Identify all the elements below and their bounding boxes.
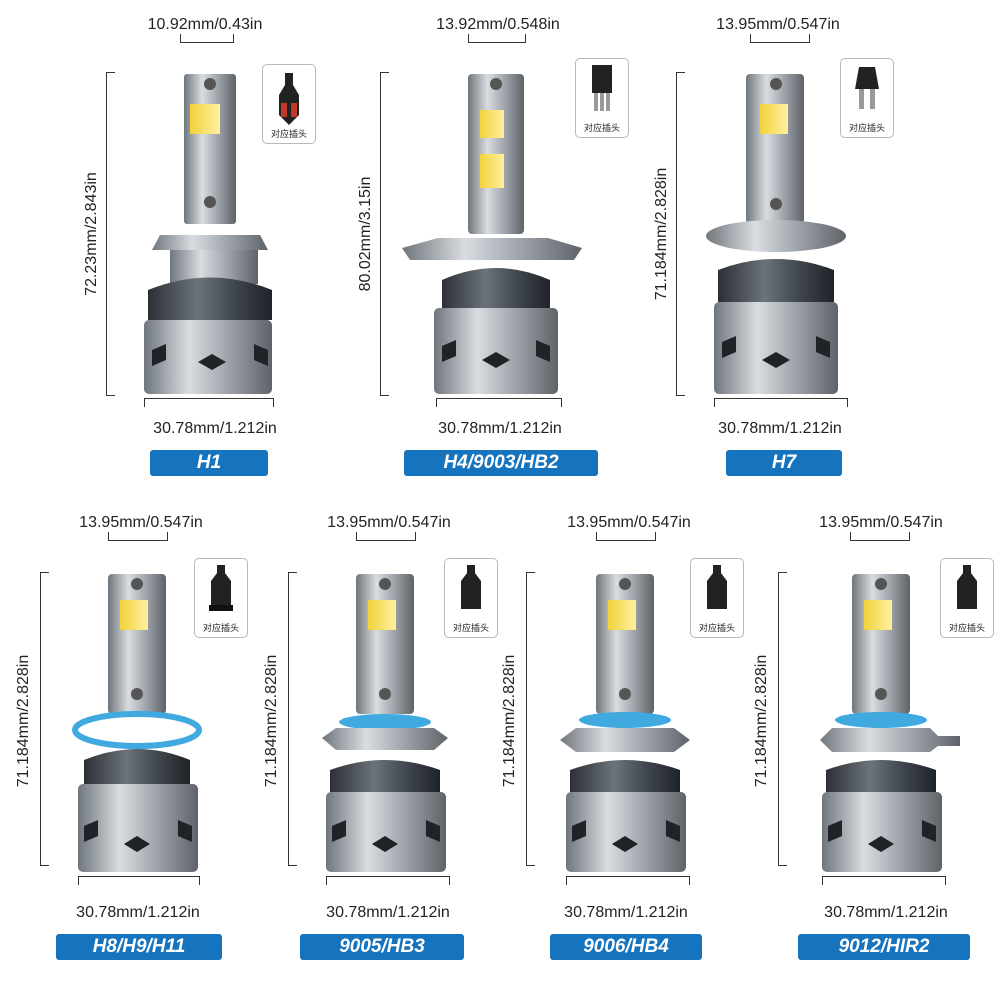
- plug-connector-icon: [209, 565, 233, 611]
- side-dimension: 71.184mm/2.828in: [501, 654, 518, 788]
- top-dimension: 13.95mm/0.547in: [327, 514, 451, 531]
- model-badge-h11: H8/H9/H11: [56, 934, 222, 960]
- plug-label: 对应插头: [583, 124, 620, 134]
- plug-connector-icon: [957, 565, 977, 609]
- side-dimension-bracket: [778, 572, 787, 866]
- side-dimension: 71.184mm/2.828in: [263, 654, 280, 788]
- plug-connector-thumbnail: 对应插头: [194, 558, 248, 638]
- bottom-dimension: 30.78mm/1.212in: [326, 904, 450, 921]
- side-dimension: 71.184mm/2.828in: [15, 654, 32, 788]
- top-dimension: 13.95mm/0.547in: [819, 514, 943, 531]
- 9006-bulb-image: [560, 574, 690, 872]
- side-dimension-bracket: [676, 72, 685, 396]
- top-dimension: 13.92mm/0.548in: [436, 16, 560, 33]
- top-dimension: 10.92mm/0.43in: [147, 16, 263, 33]
- top-dimension-bracket: [750, 34, 810, 43]
- h11-bulb-image: [72, 574, 202, 872]
- model-badge-h4: H4/9003/HB2: [404, 450, 598, 476]
- model-badge-h1: H1: [150, 450, 268, 476]
- plug-connector-thumbnail: 对应插头: [690, 558, 744, 638]
- plug-label: 对应插头: [452, 624, 489, 634]
- plug-connector-thumbnail: 对应插头: [444, 558, 498, 638]
- bottom-dimension-bracket: [566, 876, 690, 885]
- model-badge-9006: 9006/HB4: [550, 934, 702, 960]
- plug-label: 对应插头: [202, 624, 239, 634]
- bottom-dimension: 30.78mm/1.212in: [438, 420, 562, 437]
- bottom-dimension-bracket: [78, 876, 200, 885]
- bottom-dimension-bracket: [326, 876, 450, 885]
- bottom-dimension: 30.78mm/1.212in: [76, 904, 200, 921]
- bottom-dimension-bracket: [714, 398, 848, 407]
- side-dimension-bracket: [106, 72, 115, 396]
- plug-connector-icon: [461, 565, 481, 609]
- plug-connector-thumbnail: 对应插头: [940, 558, 994, 638]
- top-dimension-bracket: [596, 532, 656, 541]
- plug-label: 对应插头: [948, 624, 985, 634]
- plug-label: 对应插头: [698, 624, 735, 634]
- plug-connector-icon: [592, 65, 612, 111]
- plug-connector-icon: [707, 565, 727, 609]
- side-dimension: 71.184mm/2.828in: [753, 654, 770, 788]
- top-dimension-bracket: [356, 532, 416, 541]
- bottom-dimension: 30.78mm/1.212in: [153, 420, 277, 437]
- h7-bulb-image: [706, 74, 846, 394]
- side-dimension-bracket: [526, 572, 535, 866]
- plug-connector-thumbnail: 对应插头: [575, 58, 629, 138]
- bottom-dimension-bracket: [436, 398, 562, 407]
- 9012-bulb-image: [820, 574, 960, 872]
- side-dimension: 80.02mm/3.15in: [357, 176, 374, 292]
- side-dimension: 72.23mm/2.843in: [83, 172, 100, 296]
- model-badge-9012: 9012/HIR2: [798, 934, 970, 960]
- top-dimension-bracket: [108, 532, 168, 541]
- model-badge-9005: 9005/HB3: [300, 934, 464, 960]
- bottom-dimension-bracket: [144, 398, 274, 407]
- side-dimension-bracket: [288, 572, 297, 866]
- top-dimension-bracket: [468, 34, 526, 43]
- plug-label: 对应插头: [270, 130, 307, 140]
- 9005-bulb-image: [322, 574, 448, 872]
- h1-bulb-image: [144, 74, 272, 394]
- plug-connector-icon: [279, 73, 299, 125]
- bottom-dimension-bracket: [822, 876, 946, 885]
- bottom-dimension: 30.78mm/1.212in: [824, 904, 948, 921]
- model-badge-h7: H7: [726, 450, 842, 476]
- h4-bulb-image: [402, 74, 582, 394]
- side-dimension-bracket: [380, 72, 389, 396]
- side-dimension: 71.184mm/2.828in: [653, 167, 670, 301]
- plug-connector-thumbnail: 对应插头: [840, 58, 894, 138]
- top-dimension-bracket: [850, 532, 910, 541]
- plug-label: 对应插头: [848, 124, 885, 134]
- side-dimension-bracket: [40, 572, 49, 866]
- plug-connector-thumbnail: 对应插头: [262, 64, 316, 144]
- bottom-dimension: 30.78mm/1.212in: [718, 420, 842, 437]
- top-dimension: 13.95mm/0.547in: [567, 514, 691, 531]
- top-dimension: 13.95mm/0.547in: [79, 514, 203, 531]
- plug-connector-icon: [855, 67, 879, 109]
- bottom-dimension: 30.78mm/1.212in: [564, 904, 688, 921]
- top-dimension-bracket: [180, 34, 234, 43]
- top-dimension: 13.95mm/0.547in: [716, 16, 840, 33]
